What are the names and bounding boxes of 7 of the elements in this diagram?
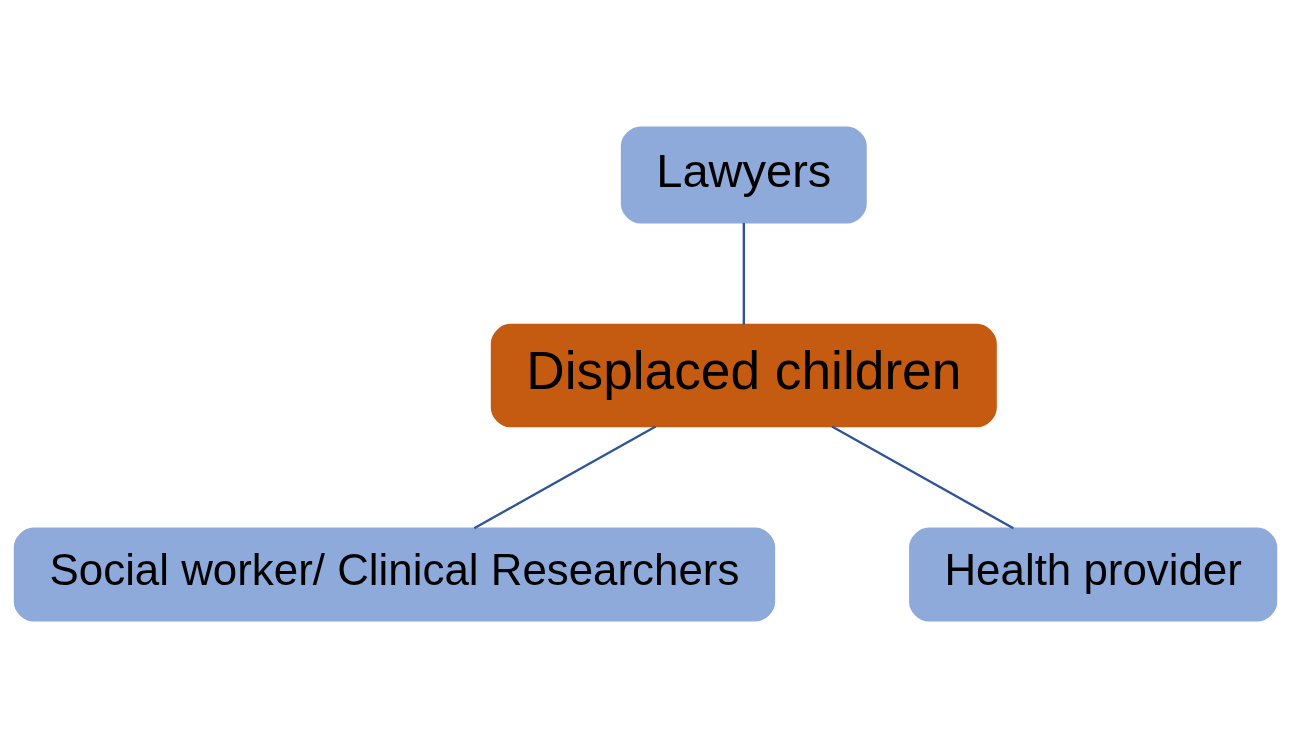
connector: [831, 425, 1014, 529]
connector: [473, 425, 657, 529]
node-box: Displaced children: [490, 323, 997, 427]
node-box: Social worker/ Clinical Researchers: [13, 527, 776, 621]
node-box: Health provider: [909, 527, 1278, 621]
node-box: Lawyers: [620, 126, 867, 224]
connector: [742, 222, 745, 325]
